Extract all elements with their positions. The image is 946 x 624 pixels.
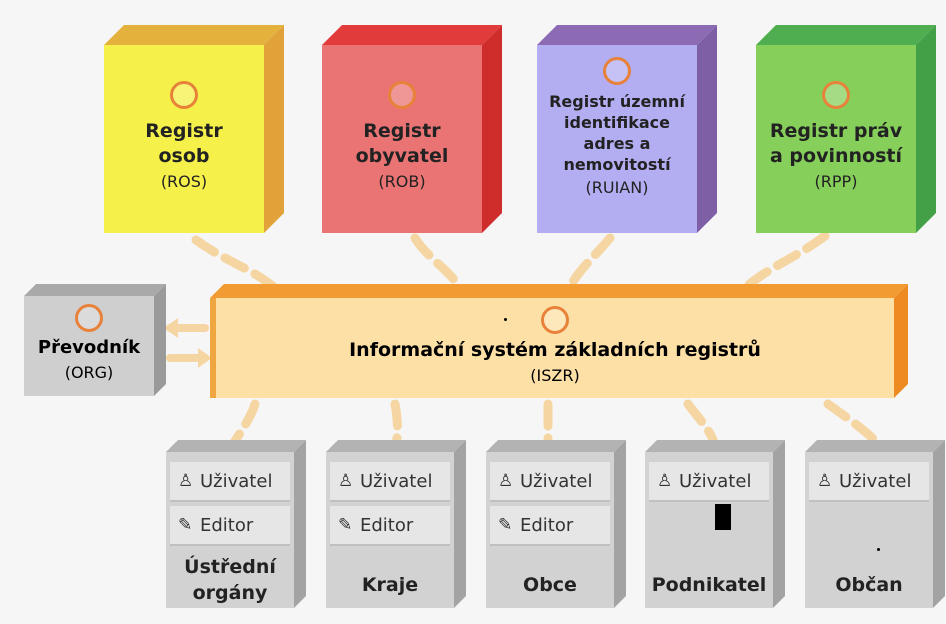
register-rpp: Registr práv a povinností (RPP) bbox=[756, 45, 916, 233]
role-label: Editor bbox=[200, 514, 254, 536]
role-user: ♙ Uživatel bbox=[649, 462, 769, 502]
user-icon: ♙ bbox=[657, 471, 673, 491]
pencil-icon: ✎ bbox=[338, 515, 353, 535]
link-ustredni bbox=[227, 399, 260, 451]
role-editor: ✎ Editor bbox=[490, 506, 610, 546]
user-icon: ♙ bbox=[178, 471, 194, 491]
register-abbr: (ROB) bbox=[378, 172, 426, 191]
role-label: Uživatel bbox=[520, 470, 593, 492]
role-user: ♙ Uživatel bbox=[809, 462, 929, 502]
user-icon: ♙ bbox=[338, 471, 354, 491]
converter-title: Převodník bbox=[37, 337, 141, 358]
iszr-abbr: (ISZR) bbox=[530, 366, 580, 385]
role-label: Uživatel bbox=[839, 470, 912, 492]
ring-icon bbox=[603, 57, 631, 85]
register-abbr: (ROS) bbox=[160, 172, 208, 191]
role-label: Editor bbox=[520, 514, 574, 536]
user-icon: ♙ bbox=[498, 471, 514, 491]
role-user: ♙ Uživatel bbox=[170, 462, 290, 502]
arrowhead-left bbox=[164, 318, 178, 338]
register-title: Registr osob bbox=[145, 120, 223, 167]
ring-icon bbox=[822, 81, 850, 109]
ring-icon bbox=[170, 81, 198, 109]
consumer-label: Ústřední orgány bbox=[184, 556, 276, 604]
role-label: Uživatel bbox=[679, 470, 752, 492]
iszr-box: Informační systém základních registrů (I… bbox=[210, 298, 894, 398]
consumer-ustredni-organy: ♙ Uživatel ✎ Editor Ústřední orgány bbox=[166, 452, 294, 608]
role-label: Editor bbox=[360, 514, 414, 536]
ring-icon bbox=[75, 304, 103, 332]
consumer-kraje: ♙ Uživatel ✎ Editor Kraje bbox=[326, 452, 454, 608]
consumer-label: Kraje bbox=[361, 574, 419, 596]
role-user: ♙ Uživatel bbox=[490, 462, 610, 502]
pencil-icon: ✎ bbox=[178, 515, 193, 535]
register-rob: Registr obyvatel (ROB) bbox=[322, 45, 482, 233]
role-label: Uživatel bbox=[360, 470, 433, 492]
role-label: Uživatel bbox=[200, 470, 273, 492]
iszr-title: Informační systém základních registrů bbox=[349, 339, 761, 361]
consumer-label: Obce bbox=[523, 574, 577, 596]
role-editor: ✎ Editor bbox=[330, 506, 450, 546]
role-editor: ✎ Editor bbox=[170, 506, 290, 546]
role-user: ♙ Uživatel bbox=[330, 462, 450, 502]
register-abbr: (RUIAN) bbox=[585, 178, 649, 197]
ring-icon bbox=[541, 306, 569, 334]
consumer-podnikatel: ♙ Uživatel Podnikatel bbox=[645, 452, 773, 608]
register-title: Registr územní identifikace adres a nemo… bbox=[549, 92, 685, 174]
register-abbr: (RPP) bbox=[814, 172, 858, 191]
speck bbox=[877, 548, 880, 551]
register-ruian: Registr územní identifikace adres a nemo… bbox=[537, 45, 697, 233]
converter-abbr: (ORG) bbox=[64, 363, 114, 382]
consumer-label: Podnikatel bbox=[651, 574, 767, 596]
register-title: Registr práv a povinností bbox=[769, 120, 903, 167]
consumer-label: Občan bbox=[835, 574, 903, 596]
speck bbox=[504, 318, 507, 321]
consumer-obce: ♙ Uživatel ✎ Editor Obce bbox=[486, 452, 614, 608]
pencil-icon: ✎ bbox=[498, 515, 513, 535]
black-mark bbox=[715, 504, 731, 530]
converter-box: Převodník (ORG) bbox=[24, 296, 154, 396]
register-title: Registr obyvatel bbox=[355, 120, 449, 167]
consumer-obcan: ♙ Uživatel Občan bbox=[805, 452, 933, 608]
link-kraje bbox=[390, 399, 402, 451]
link-podnikatel bbox=[683, 399, 720, 451]
link-obcan bbox=[823, 399, 885, 451]
ring-icon bbox=[388, 81, 416, 109]
register-ros: Registr osob (ROS) bbox=[104, 45, 264, 233]
user-icon: ♙ bbox=[817, 471, 833, 491]
